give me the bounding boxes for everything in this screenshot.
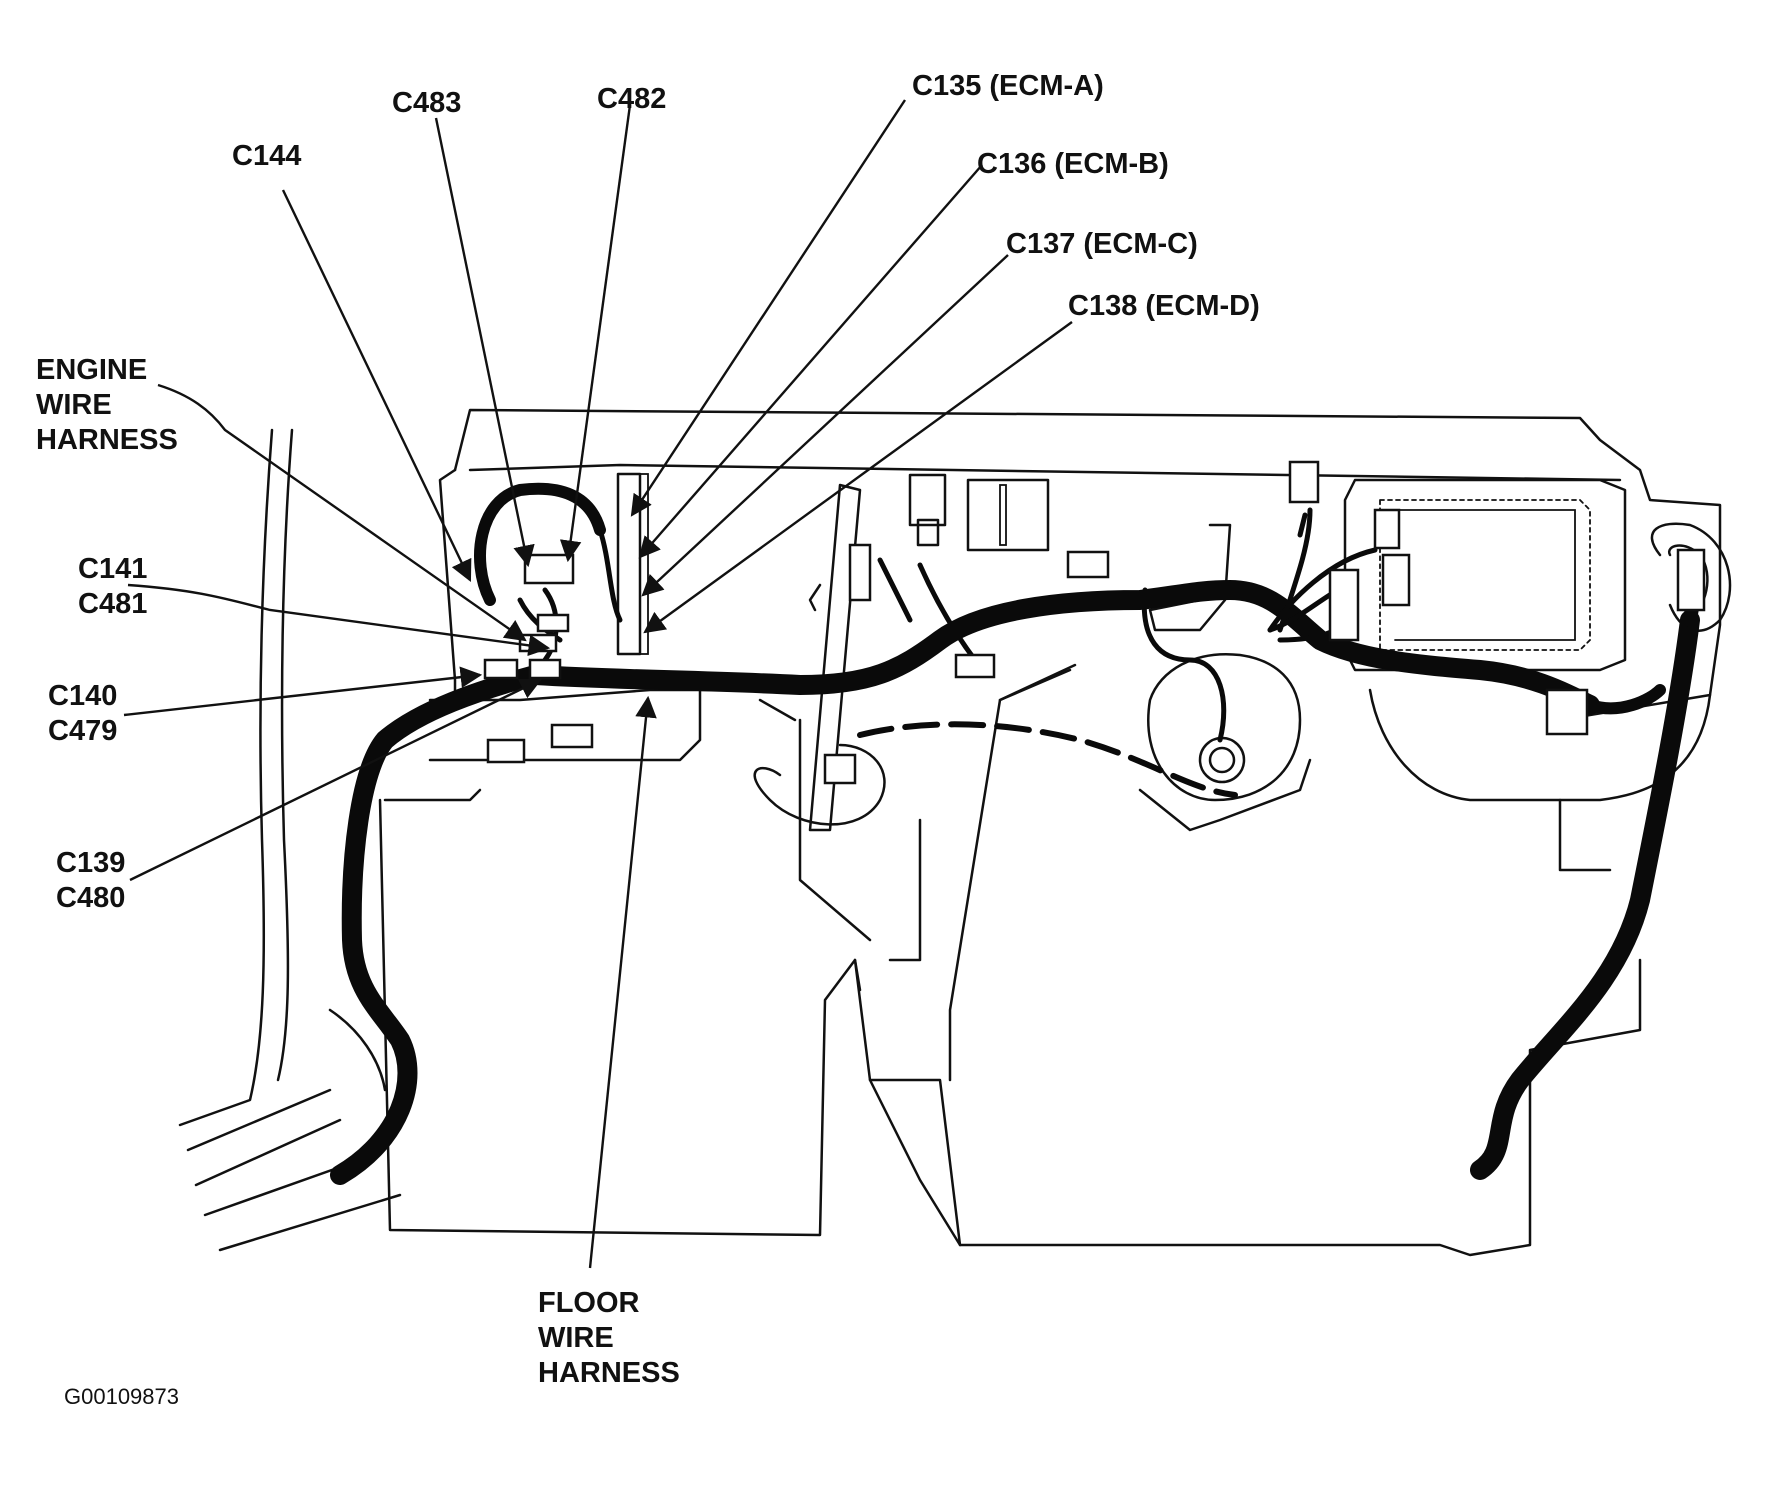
label-c479: C479 bbox=[48, 715, 117, 747]
figure-id: G00109873 bbox=[64, 1384, 179, 1409]
label-c141: C141 bbox=[78, 553, 147, 585]
dash-main-harness bbox=[525, 580, 1600, 715]
floor-wire-harness bbox=[330, 665, 545, 1185]
label-c483: C483 bbox=[392, 87, 461, 119]
right-harness bbox=[1470, 610, 1700, 1180]
label-c482: C482 bbox=[597, 83, 666, 115]
label-floor-harness-line2: WIRE bbox=[538, 1322, 614, 1354]
label-c135-ecm-a: C135 (ECM-A) bbox=[912, 70, 1104, 102]
label-c138-ecm-d: C138 (ECM-D) bbox=[1068, 290, 1260, 322]
label-c136-ecm-b: C136 (ECM-B) bbox=[977, 148, 1169, 180]
connector-group bbox=[483, 460, 1706, 785]
label-c481: C481 bbox=[78, 588, 147, 620]
label-engine-harness-line1: ENGINE bbox=[36, 354, 147, 386]
label-floor-harness-line1: FLOOR bbox=[538, 1287, 640, 1319]
label-engine-harness-line3: HARNESS bbox=[36, 424, 178, 456]
label-engine-harness-line2: WIRE bbox=[36, 389, 112, 421]
label-c139: C139 bbox=[56, 847, 125, 879]
harness-group bbox=[330, 482, 1702, 1185]
label-c140: C140 bbox=[48, 680, 117, 712]
label-c144: C144 bbox=[232, 140, 301, 172]
diagram-labels: C483 C482 C144 C135 (ECM-A) C136 (ECM-B)… bbox=[36, 70, 1260, 1409]
label-c480: C480 bbox=[56, 882, 125, 914]
label-c137-ecm-c: C137 (ECM-C) bbox=[1006, 228, 1198, 260]
leader-lines bbox=[123, 99, 1073, 1269]
label-floor-harness-line3: HARNESS bbox=[538, 1357, 680, 1389]
